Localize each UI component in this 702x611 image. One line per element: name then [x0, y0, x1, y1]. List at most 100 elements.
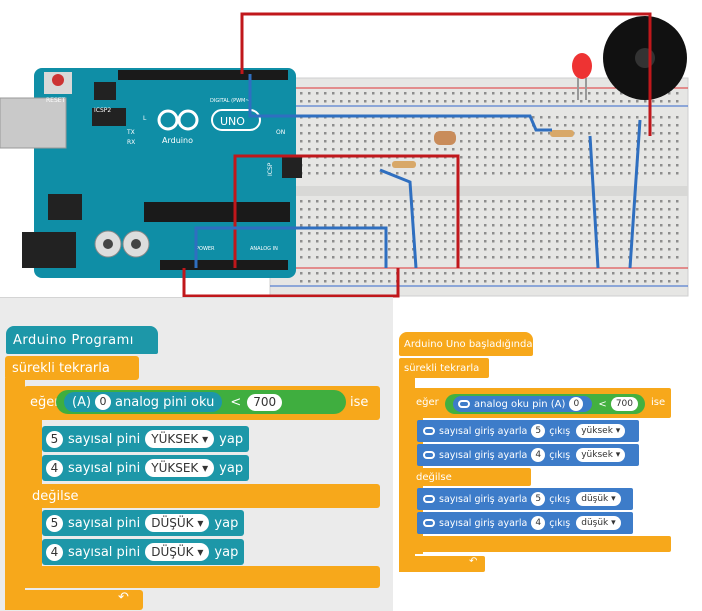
- compare-value-input[interactable]: 700: [247, 393, 283, 411]
- photoresistor-icon: [434, 131, 456, 145]
- icsp2-label: ICSP2: [94, 107, 111, 114]
- wires: [182, 12, 652, 298]
- analog-read-label: analog pini oku: [115, 394, 215, 410]
- state-dropdown[interactable]: YÜKSEK ▾: [145, 430, 215, 448]
- analog-read-label: analog oku pin (A): [474, 398, 566, 410]
- pin-input[interactable]: 5: [46, 514, 63, 532]
- forever-loop-label: sürekli tekrarla: [404, 362, 480, 374]
- left-block-editor: Arduino Programı sürekli tekrarla ↶ eğer…: [0, 297, 393, 611]
- program-hat-block[interactable]: Arduino Programı: [6, 326, 158, 354]
- forever-loop-foot: [5, 590, 143, 610]
- digital-write-block[interactable]: sayısal giriş ayarla 4 çıkış düşük ▾: [417, 512, 633, 534]
- compare-value-input[interactable]: 700: [610, 397, 638, 411]
- statement-label: sayısal pini: [68, 544, 141, 560]
- circuit-diagram: RESET ICSP2 ICSP Arduino UNO L TX RX ON …: [0, 12, 689, 298]
- verb-label: yap: [214, 515, 239, 531]
- else-label: değilse: [416, 471, 452, 483]
- pin-input[interactable]: 4: [531, 516, 546, 530]
- statement-label: sayısal giriş ayarla: [439, 425, 528, 437]
- mode-label: çıkış: [549, 493, 571, 505]
- analog-label: ANALOG IN: [250, 246, 278, 252]
- digital-write-block[interactable]: sayısal giriş ayarla 5 çıkış düşük ▾: [417, 488, 633, 510]
- l-led-label: L: [143, 115, 147, 122]
- link-icon: [423, 427, 435, 435]
- mode-label: çıkış: [549, 517, 571, 529]
- dropdown-arrow-icon: ▾: [197, 516, 204, 530]
- analog-pin-input[interactable]: 0: [95, 394, 112, 410]
- state-dropdown[interactable]: düşük ▾: [576, 516, 621, 530]
- forever-loop-arm: [5, 378, 25, 598]
- digital-write-block[interactable]: sayısal giriş ayarla 5 çıkış yüksek ▾: [417, 420, 639, 442]
- dropdown-arrow-icon: ▾: [202, 461, 209, 475]
- power-label: POWER: [196, 246, 215, 252]
- pin-input[interactable]: 4: [46, 459, 63, 477]
- led-icon: [572, 53, 592, 100]
- analog-pin-input[interactable]: 0: [569, 397, 584, 411]
- icsp-label: ICSP: [267, 162, 274, 176]
- compare-operator: <: [598, 398, 607, 410]
- if-foot: [411, 536, 671, 552]
- if-label: eğer: [416, 397, 439, 408]
- loop-arrow-icon: ↶: [118, 590, 129, 605]
- digital-write-block[interactable]: sayısal giriş ayarla 4 çıkış yüksek ▾: [417, 444, 639, 466]
- forever-loop-label: sürekli tekrarla: [12, 360, 110, 376]
- dropdown-arrow-icon: ▾: [611, 518, 616, 528]
- digital-write-block[interactable]: 4 sayısal pini DÜŞÜK ▾ yap: [42, 539, 245, 565]
- verb-label: yap: [219, 460, 244, 476]
- statement-label: sayısal giriş ayarla: [439, 493, 528, 505]
- statement-label: sayısal giriş ayarla: [439, 517, 528, 529]
- pin-input[interactable]: 4: [531, 448, 546, 462]
- arduino-board: RESET ICSP2 ICSP Arduino UNO L TX RX ON …: [0, 68, 302, 278]
- pin-input[interactable]: 5: [531, 424, 546, 438]
- digital-label: DIGITAL (PWM~): [210, 98, 252, 104]
- statement-label: sayısal pini: [68, 515, 141, 531]
- analog-prefix: (A): [72, 394, 92, 410]
- statement-label: sayısal pini: [68, 431, 141, 447]
- digital-write-block[interactable]: 5 sayısal pini DÜŞÜK ▾ yap: [42, 510, 245, 536]
- state-dropdown[interactable]: YÜKSEK ▾: [145, 459, 215, 477]
- analog-read-block[interactable]: (A) 0 analog pini oku: [64, 392, 223, 412]
- else-label: değilse: [32, 488, 79, 504]
- forever-loop-foot: ↶: [399, 556, 485, 572]
- state-dropdown[interactable]: DÜŞÜK ▾: [145, 514, 210, 532]
- verb-label: yap: [219, 431, 244, 447]
- brand-label: Arduino: [162, 136, 193, 145]
- link-icon: [423, 451, 435, 459]
- state-dropdown[interactable]: düşük ▾: [576, 492, 621, 506]
- tx-label: TX: [126, 129, 135, 136]
- state-dropdown[interactable]: yüksek ▾: [576, 448, 626, 462]
- dropdown-arrow-icon: ▾: [202, 432, 209, 446]
- compare-condition-block[interactable]: (A) 0 analog pini oku < 700: [56, 390, 346, 414]
- breadboard: [269, 77, 689, 297]
- dropdown-arrow-icon: ▾: [197, 545, 204, 559]
- forever-loop-block[interactable]: sürekli tekrarla: [5, 356, 139, 380]
- pin-input[interactable]: 5: [531, 492, 546, 506]
- loop-arrow-icon: ↶: [469, 556, 478, 567]
- state-dropdown[interactable]: DÜŞÜK ▾: [145, 543, 210, 561]
- start-hat-block[interactable]: Arduino Uno başladığında: [399, 332, 533, 356]
- digital-write-block[interactable]: 5 sayısal pini YÜKSEK ▾ yap: [42, 426, 250, 452]
- analog-read-block[interactable]: analog oku pin (A) 0: [453, 396, 593, 412]
- link-icon: [423, 519, 435, 527]
- else-bar: değilse: [24, 484, 380, 508]
- dropdown-arrow-icon: ▾: [611, 494, 616, 504]
- link-icon: [423, 495, 435, 503]
- mode-label: çıkış: [549, 449, 571, 461]
- forever-loop-block[interactable]: sürekli tekrarla: [399, 358, 489, 378]
- pin-input[interactable]: 4: [46, 543, 63, 561]
- mode-label: çıkış: [549, 425, 571, 437]
- statement-label: sayısal pini: [68, 460, 141, 476]
- program-hat-label: Arduino Programı: [13, 332, 134, 348]
- statement-label: sayısal giriş ayarla: [439, 449, 528, 461]
- verb-label: yap: [214, 544, 239, 560]
- pin-input[interactable]: 5: [46, 430, 63, 448]
- state-dropdown[interactable]: yüksek ▾: [576, 424, 626, 438]
- else-bar: değilse: [411, 468, 531, 486]
- start-hat-label: Arduino Uno başladığında: [404, 338, 533, 350]
- digital-write-block[interactable]: 4 sayısal pini YÜKSEK ▾ yap: [42, 455, 250, 481]
- compare-condition-block[interactable]: analog oku pin (A) 0 < 700: [445, 394, 645, 414]
- if-foot: [24, 566, 380, 588]
- then-label: ise: [651, 397, 666, 408]
- right-block-editor: Arduino Uno başladığında sürekli tekrarl…: [395, 318, 698, 580]
- link-icon: [458, 400, 470, 408]
